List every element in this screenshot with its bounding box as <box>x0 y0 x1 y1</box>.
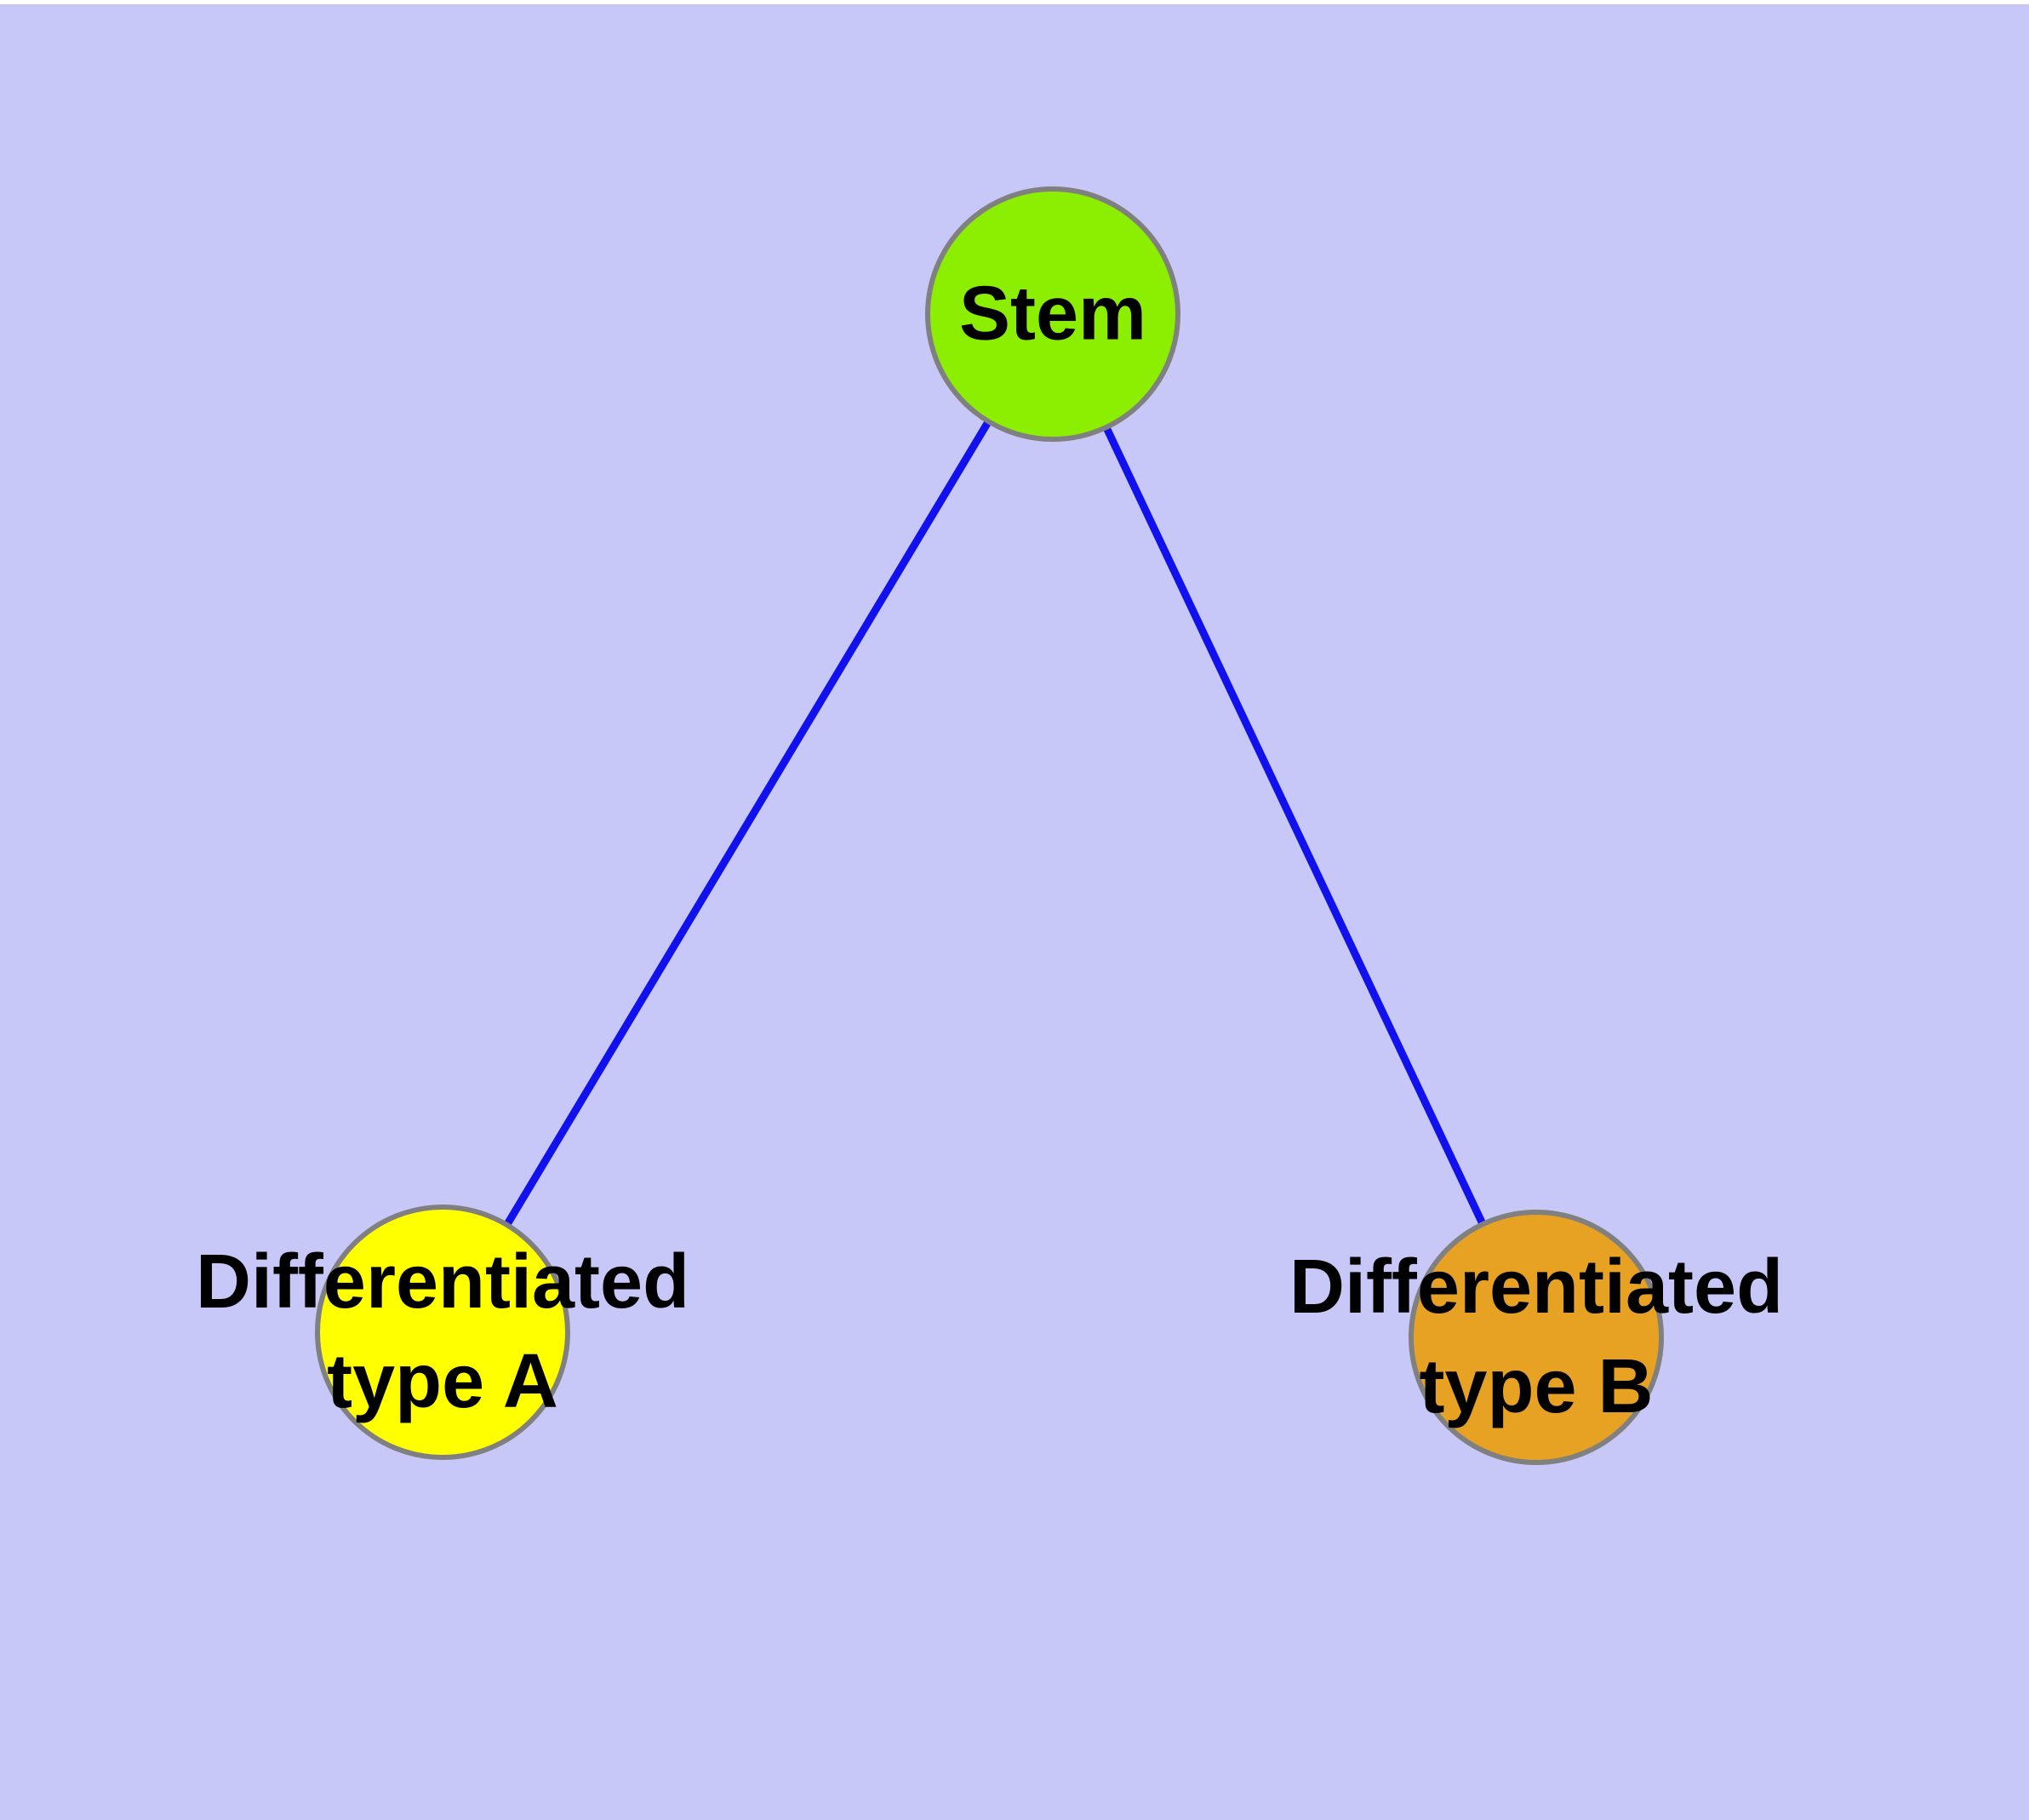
node-stem <box>925 186 1180 442</box>
node-label-stem: Stem <box>958 271 1147 357</box>
node-label-differentiated-type-a: Differentiated type A <box>195 1239 690 1424</box>
node-differentiated-type-b <box>1409 1210 1664 1465</box>
node-label-differentiated-type-b: Differentiated type B <box>1289 1245 1784 1429</box>
edge-stem-to-type-a <box>439 312 1056 1335</box>
window-top-strip <box>0 0 2029 4</box>
node-differentiated-type-a <box>315 1205 570 1460</box>
edge-stem-to-type-b <box>1049 312 1540 1339</box>
